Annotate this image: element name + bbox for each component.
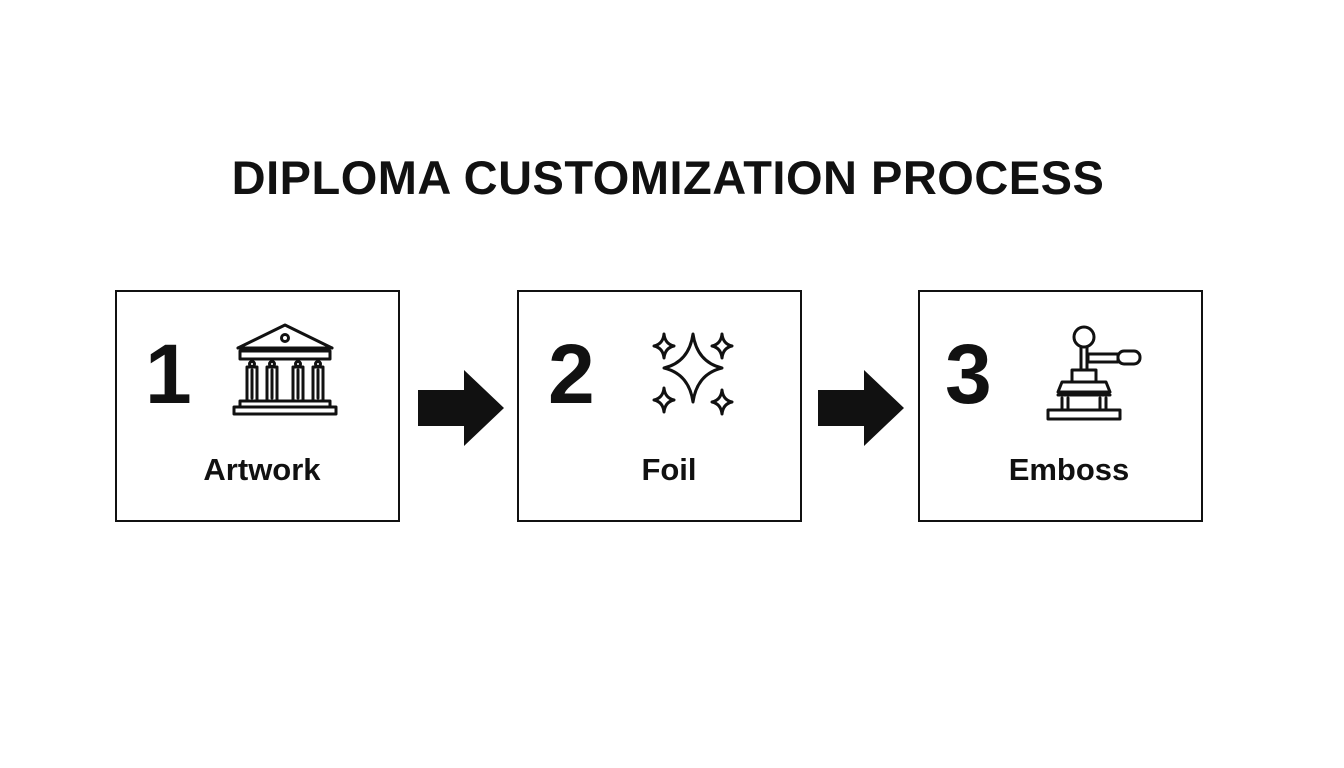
arrow-right-icon	[818, 368, 908, 448]
diagram-title: DIPLOMA CUSTOMIZATION PROCESS	[231, 151, 1105, 204]
arrow-right-icon	[418, 368, 508, 448]
sparkles-icon	[638, 320, 748, 430]
step-number: 3	[945, 327, 992, 421]
embossing-press-icon	[1040, 320, 1150, 430]
step-label-emboss: Emboss	[1008, 452, 1130, 487]
step-number: 2	[548, 327, 595, 421]
classical-building-icon	[230, 320, 340, 430]
step-box-foil	[517, 290, 802, 522]
step-number: 1	[145, 327, 192, 421]
step-label-artwork: Artwork	[203, 452, 321, 487]
step-label-foil: Foil	[641, 452, 697, 487]
